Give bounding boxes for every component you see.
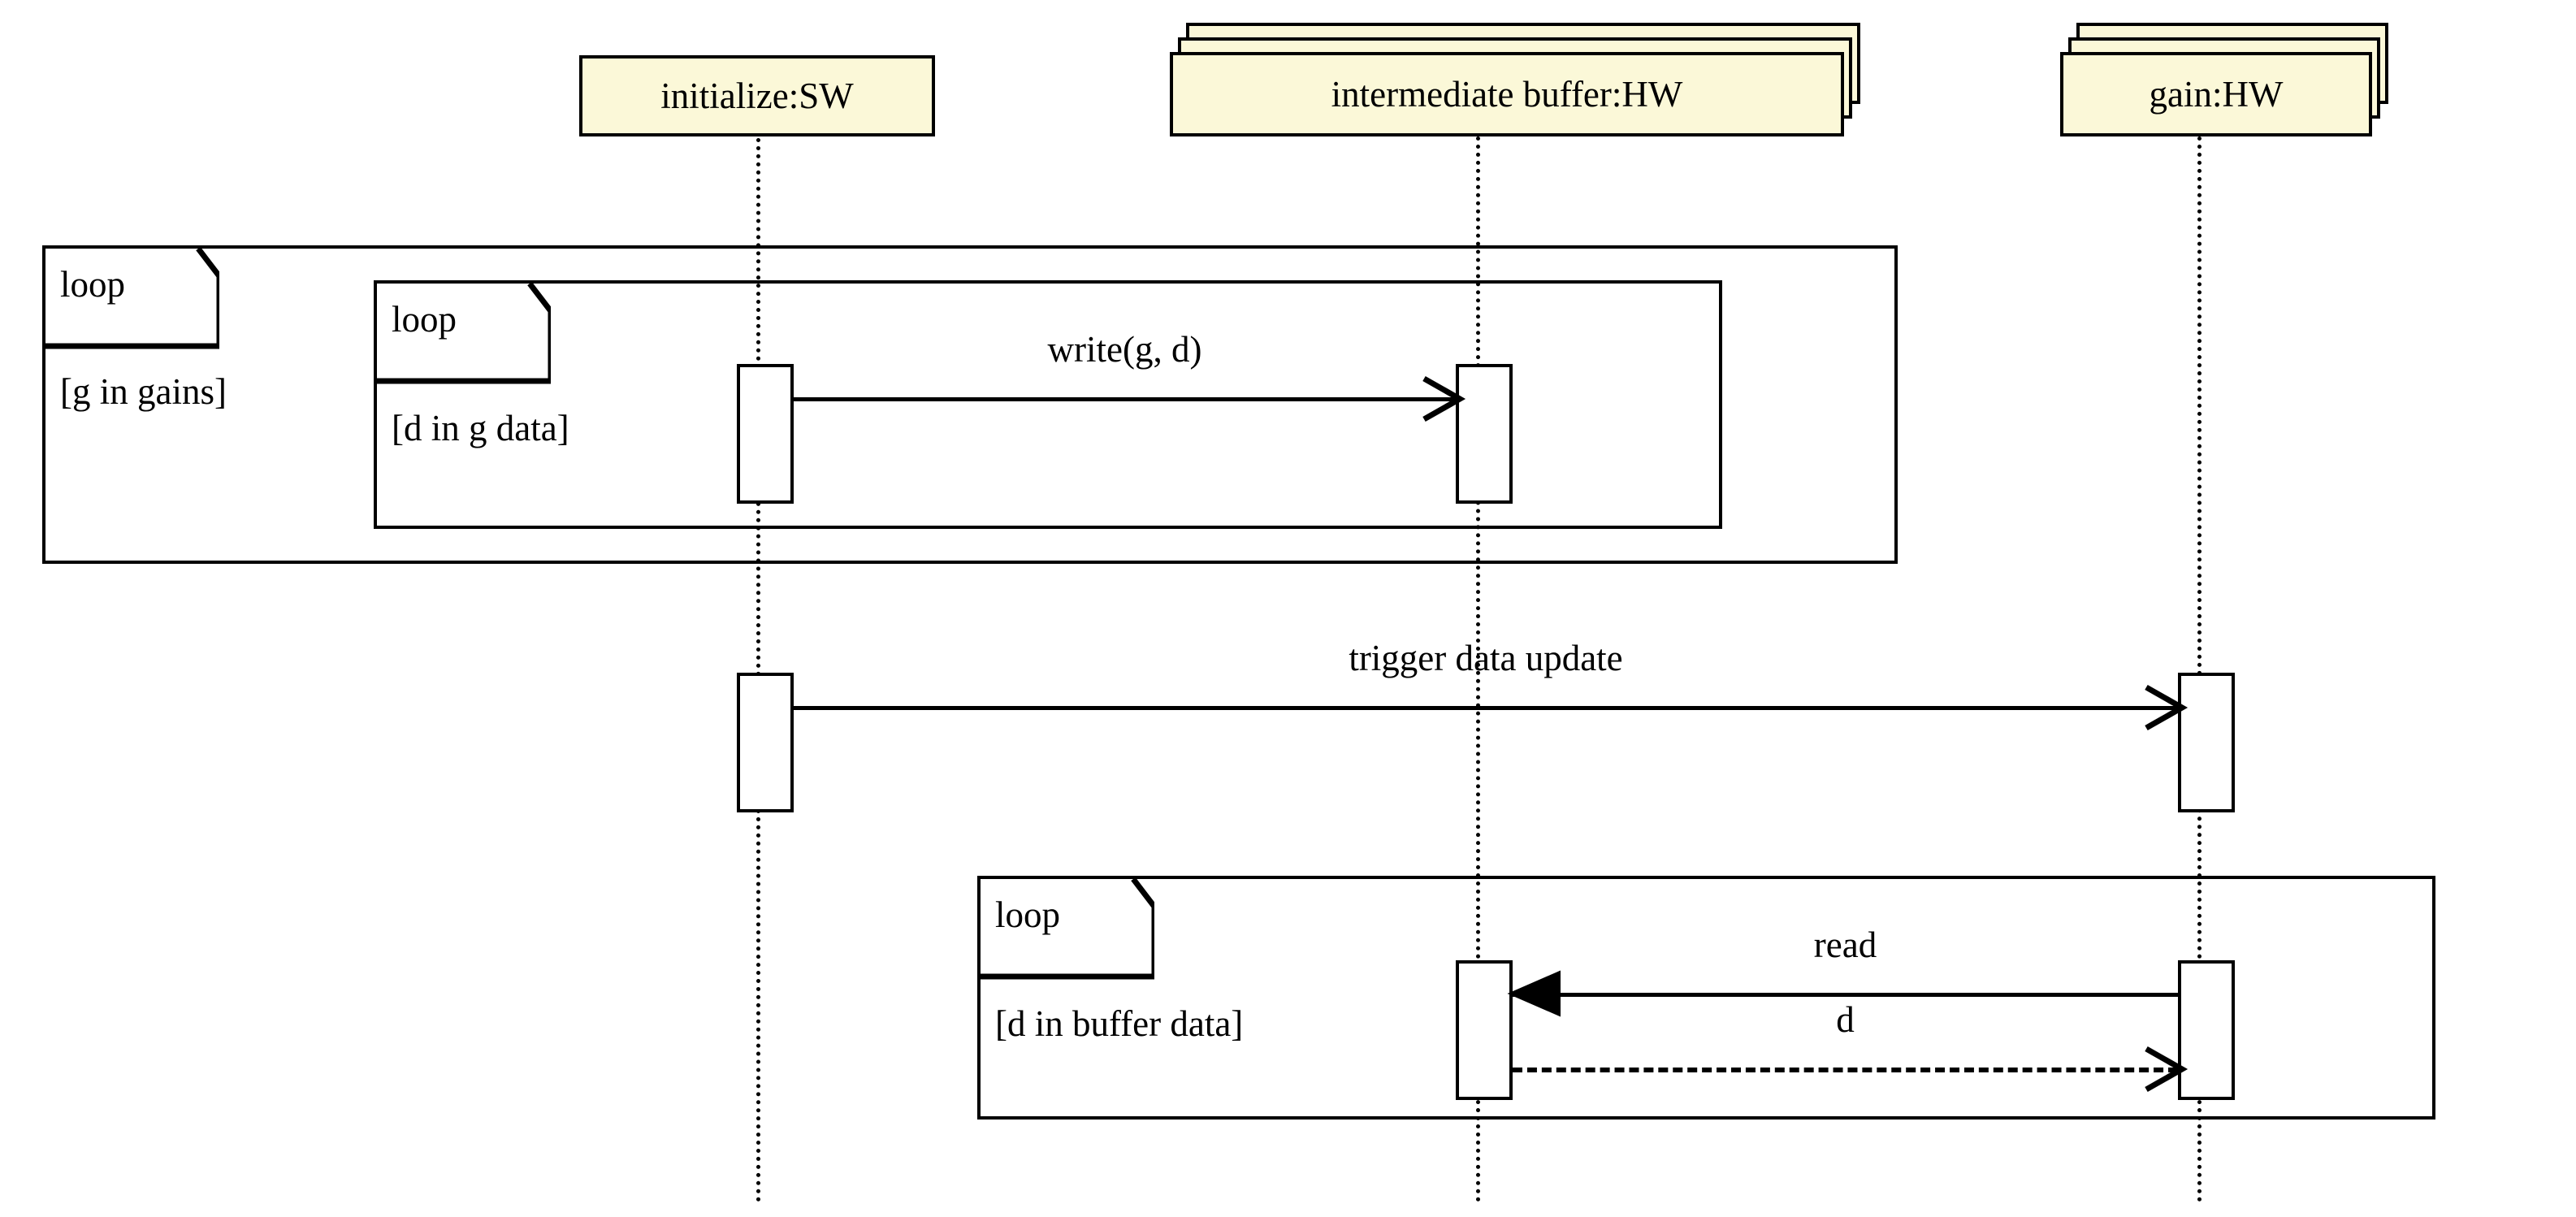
message-trigger-label: trigger data update: [1349, 638, 1623, 678]
lifeline-head-gain-label: gain:HW: [2149, 73, 2284, 115]
message-reply-d-label: d: [1836, 999, 1855, 1040]
activation-initialize-write: [737, 364, 794, 504]
message-reply-d-arrowhead: [2145, 1046, 2189, 1093]
lifeline-head-buffer[interactable]: intermediate buffer:HW: [1170, 52, 1844, 136]
fragment-read-loop: [977, 876, 2435, 1120]
fragment-inner-loop-operator: loop: [392, 299, 457, 340]
message-write-label: write(g, d): [1047, 329, 1202, 370]
fragment-read-loop-operator: loop: [995, 894, 1061, 935]
lifeline-head-initialize-label: initialize:SW: [660, 75, 854, 116]
activation-gain-read: [2178, 960, 2235, 1100]
message-read-label: read: [1813, 925, 1877, 965]
message-trigger-line: [794, 706, 2178, 710]
lifeline-head-buffer-label: intermediate buffer:HW: [1331, 73, 1683, 115]
message-trigger-arrowhead: [2145, 684, 2189, 731]
lifeline-gain: [2197, 136, 2202, 1202]
fragment-outer-loop: [42, 245, 1898, 564]
fragment-outer-loop-guard: [g in gains]: [60, 371, 227, 412]
message-write-arrowhead: [1422, 375, 1466, 422]
fragment-inner-loop-tab: [377, 284, 551, 384]
fragment-inner-loop: [374, 280, 1722, 529]
fragment-read-loop-guard: [d in buffer data]: [995, 1003, 1244, 1044]
message-read-arrowhead: [1507, 970, 1561, 1017]
lifeline-intermediate-buffer: [1476, 136, 1480, 1202]
lifeline-head-initialize[interactable]: initialize:SW: [579, 55, 935, 136]
message-read-line: [1513, 993, 2178, 997]
fragment-read-loop-tab: [981, 879, 1154, 980]
fragment-outer-loop-operator: loop: [60, 264, 126, 305]
activation-buffer-write: [1456, 364, 1513, 504]
message-reply-d-line: [1513, 1068, 2178, 1072]
activation-gain-trigger: [2178, 673, 2235, 812]
activation-buffer-read: [1456, 960, 1513, 1100]
lifeline-head-gain[interactable]: gain:HW: [2060, 52, 2372, 136]
fragment-inner-loop-guard: [d in g data]: [392, 408, 569, 448]
fragment-outer-loop-tab: [45, 249, 219, 349]
lifeline-initialize: [756, 138, 760, 1202]
message-write-line: [794, 397, 1456, 401]
activation-initialize-trigger: [737, 673, 794, 812]
